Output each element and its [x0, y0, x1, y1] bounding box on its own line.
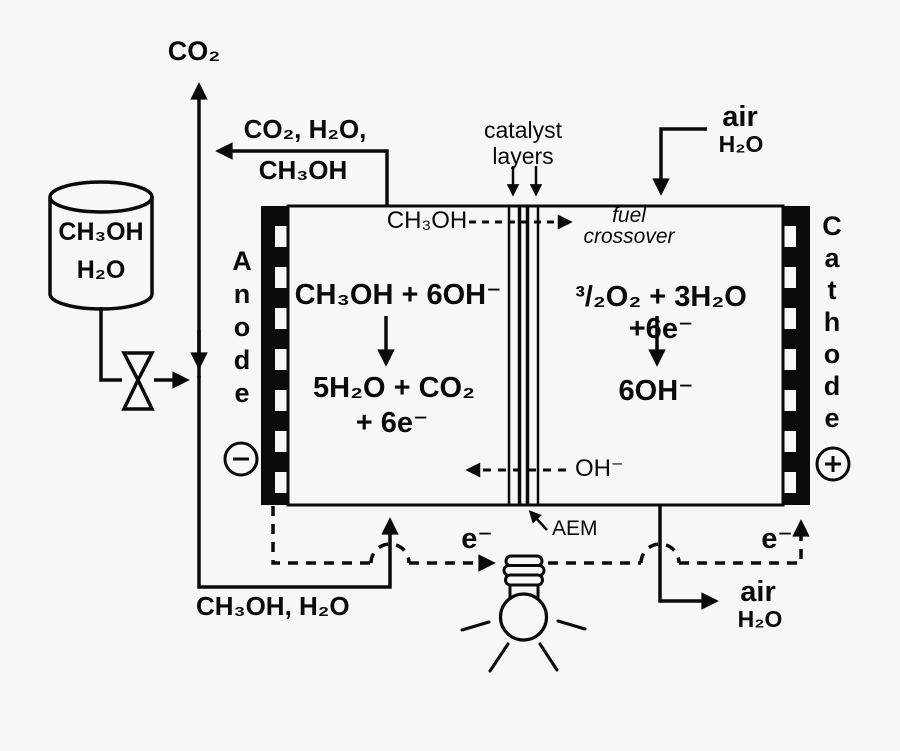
cell-outline [286, 204, 785, 507]
membrane-assembly [507, 206, 540, 505]
recycle-stream-label-line1: CO₂, H₂O, [243, 114, 367, 144]
bulb-rays [460, 619, 587, 673]
recycle-stream-label-line2: CH₃OH [258, 155, 348, 185]
electron-left-label: e⁻ [461, 523, 493, 555]
methanol-tank-icon [48, 180, 154, 311]
cathode-label: C a t h o d e [822, 211, 842, 433]
fuel-crossover-label: fuel crossover [583, 204, 675, 248]
cathode-electrode [783, 206, 810, 505]
anode-reactants: CH₃OH + 6OH⁻ [294, 279, 502, 311]
co2-vent-label: CO₂ [167, 36, 221, 66]
anode-products-line1: 5H₂O + CO₂ [313, 372, 475, 404]
anode-products-line2: + 6e⁻ [355, 407, 429, 439]
air-outlet-gas-label: air [740, 576, 776, 608]
air-inlet-pipe [652, 127, 707, 196]
electron-path-left [271, 506, 371, 565]
crossover-species-label: CH₃OH [386, 207, 468, 234]
valve-icon [121, 351, 155, 411]
electron-wire-hop-right [639, 542, 681, 564]
electron-right-label: e⁻ [761, 523, 793, 555]
electron-circuit [271, 506, 810, 572]
anode-label: A n o d e [232, 246, 252, 408]
anode-electrode [261, 206, 288, 505]
cathode-products: 6OH⁻ [618, 375, 694, 407]
air-outlet-pipe [658, 506, 719, 610]
air-outlet-water-label: H₂O [737, 606, 783, 632]
aem-label: AEM [552, 517, 598, 540]
recycle-pipe [215, 142, 389, 205]
anode-inlet-label: CH₃OH, H₂O [196, 591, 350, 621]
catalyst-layers-label: catalyst layers [484, 117, 562, 169]
hydroxide-ion-label: OH⁻ [575, 455, 624, 482]
air-inlet-gas-label: air [722, 101, 758, 133]
cathode-reactants: ³/₂O₂ + 3H₂O +6e⁻ [575, 281, 747, 346]
light-bulb-icon [460, 554, 587, 673]
electron-to-cathode-arrow [679, 519, 810, 565]
tank-outlet-pipe [99, 307, 122, 382]
tank-contents-label: CH₃OH H₂O [58, 218, 144, 284]
positive-terminal-icon [815, 446, 851, 482]
anode-supply-pipe [197, 376, 399, 589]
aem-pointer-arrow [528, 510, 548, 531]
electron-wire-hop-left [369, 542, 411, 564]
air-inlet-water-label: H₂O [718, 131, 764, 157]
negative-terminal-icon [223, 441, 259, 477]
